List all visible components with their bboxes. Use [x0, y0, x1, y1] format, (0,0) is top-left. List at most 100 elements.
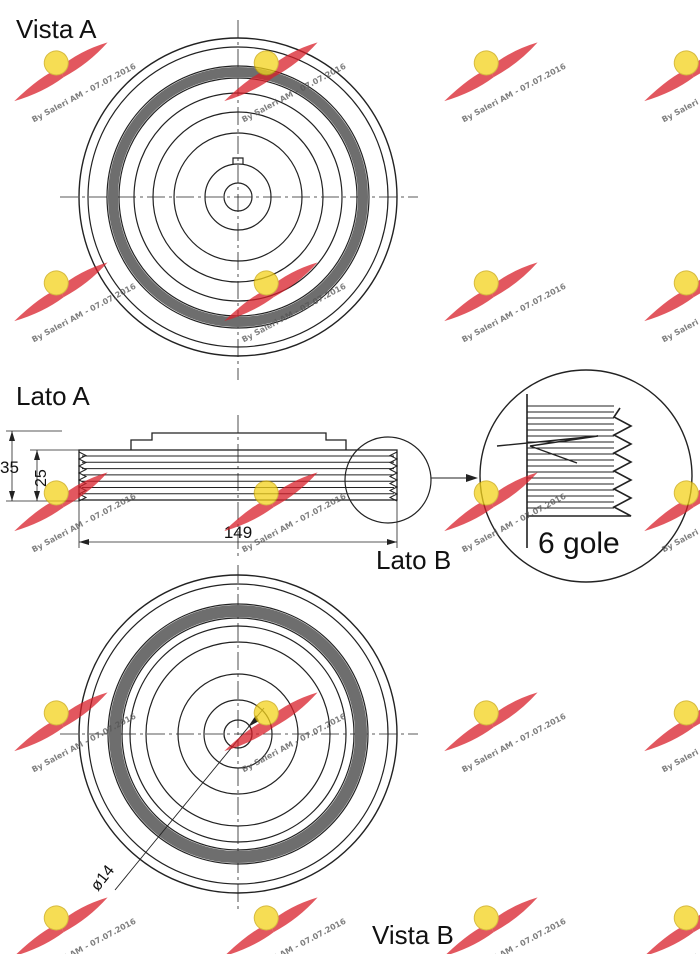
watermark-text: By Saleri AM - 07.07.2016: [240, 281, 348, 344]
center-bore: [223, 182, 253, 212]
hub-boss-b: [203, 699, 273, 769]
dim-149-arrow-left: [79, 539, 89, 545]
watermark-wing-left: [644, 288, 694, 322]
watermark-badge: [253, 480, 279, 506]
label-lato-a: Lato A: [16, 381, 90, 411]
watermark-wing-left: [644, 923, 694, 954]
watermark-badge: [253, 270, 279, 296]
dim-149-arrow-right: [387, 539, 397, 545]
watermark-wing-left: [644, 498, 694, 532]
watermark-wing-right: [489, 472, 538, 508]
watermark-wing-left: [14, 498, 64, 532]
watermark-logo: By Saleri AM - 07.07.2016: [224, 262, 348, 344]
watermark-logo: By Saleri AM - 07.07.2016: [644, 262, 700, 344]
dim-35-arrow-top: [9, 431, 15, 441]
hub-circle-b-3: [177, 673, 299, 795]
watermark-text: By Saleri AM - 07.07.2016: [460, 61, 568, 124]
hub-circle-2: [152, 111, 324, 283]
watermark-logo: By Saleri AM - 07.07.2016: [14, 262, 138, 344]
watermark-wing-right: [59, 42, 108, 78]
hub-profile: [130, 432, 347, 450]
detail-circle: [479, 369, 693, 583]
watermark-badge: [43, 480, 69, 506]
watermark-wing-left: [14, 923, 64, 954]
watermark-wing-right: [269, 262, 318, 298]
watermark-badge: [473, 700, 499, 726]
detail-marker-circle: [344, 436, 432, 524]
watermark-wing-left: [444, 68, 494, 102]
watermark-badge: [673, 905, 699, 931]
watermark-logo: By Saleri AM - 07.07.2016: [644, 472, 700, 554]
watermark-logo: By Saleri AM - 07.07.2016: [444, 262, 568, 344]
watermark-wing-left: [444, 498, 494, 532]
watermark-wing-left: [224, 923, 274, 954]
watermark-badge: [473, 50, 499, 76]
rim-inner-edge: [87, 46, 389, 348]
dim-35-arrow-bottom: [9, 491, 15, 501]
watermark-logo: By Saleri AM - 07.07.2016: [444, 692, 568, 774]
watermark-badge: [473, 270, 499, 296]
groove-lines: [77, 451, 399, 502]
watermark-wing-right: [59, 262, 108, 298]
outer-rim: [78, 37, 398, 357]
watermark-badge: [43, 270, 69, 296]
watermark-wing-right: [59, 692, 108, 728]
watermark-badge: [253, 700, 279, 726]
dim-belt-height: 25: [33, 469, 50, 487]
label-vista-a: Vista A: [16, 14, 97, 44]
watermark-wing-left: [14, 718, 64, 752]
outer-rim-b: [78, 574, 398, 894]
damper-ring-outer-edge-b: [107, 603, 369, 865]
hub-boss: [204, 163, 272, 231]
watermark-wing-right: [489, 42, 538, 78]
watermark-text: By Saleri AM - 07.07.2016: [30, 281, 138, 344]
dim-overall-height: 35: [0, 458, 19, 477]
watermark-wing-left: [224, 498, 274, 532]
watermark-wing-right: [269, 692, 318, 728]
hub-circle-3: [173, 132, 303, 262]
hub-circle-b-1: [129, 625, 347, 843]
groove-teeth-right: [388, 451, 399, 502]
watermark-logo: By Saleri AM - 07.07.2016: [644, 42, 700, 124]
watermark-wing-right: [489, 692, 538, 728]
watermark-badge: [473, 905, 499, 931]
pulley-body: [78, 449, 398, 501]
groove-detail-view: 6 gole: [479, 369, 693, 583]
keyway-notch: [232, 157, 244, 164]
watermark-wing-right: [269, 472, 318, 508]
watermark-wing-right: [59, 897, 108, 933]
watermark-wing-left: [644, 68, 694, 102]
watermark-wing-right: [269, 897, 318, 933]
watermark-badge: [43, 700, 69, 726]
watermark-logo: By Saleri AM - 07.07.2016: [644, 897, 700, 954]
watermark-badge: [673, 480, 699, 506]
watermark-text: By Saleri AM - 07.07.2016: [240, 491, 348, 554]
watermark-badge: [43, 50, 69, 76]
watermark-logo: By Saleri AM - 07.07.2016: [14, 472, 138, 554]
detail-leader-arrow: [466, 474, 478, 482]
dim-25-arrow-bottom: [34, 491, 40, 501]
rim-inner-edge-b: [87, 583, 389, 885]
detail-groove-lines: [527, 405, 614, 509]
watermark-wing-left: [224, 718, 274, 752]
watermark-logo: By Saleri AM - 07.07.2016: [224, 692, 348, 774]
watermark-badge: [253, 50, 279, 76]
watermark-wing-left: [644, 718, 694, 752]
lato-a-view: 149 35 25: [0, 415, 478, 560]
dim-25-arrow-top: [34, 450, 40, 460]
watermark-text: By Saleri AM - 07.07.2016: [460, 281, 568, 344]
vista-b-view: ø14: [60, 565, 418, 910]
watermark-wing-left: [14, 288, 64, 322]
damper-ring-inner-edge-b: [121, 617, 355, 851]
rubber-damper-ring-b: [109, 605, 367, 863]
vista-a-view: [60, 20, 418, 380]
watermark-logo: By Saleri AM - 07.07.2016: [444, 42, 568, 124]
watermark-wing-left: [444, 288, 494, 322]
watermark-badge: [43, 905, 69, 931]
watermark-wing-left: [14, 68, 64, 102]
dim-bore-diameter: ø14: [88, 862, 118, 894]
watermark-wing-left: [444, 718, 494, 752]
detail-groove-teeth: [527, 407, 633, 517]
watermark-badge: [673, 270, 699, 296]
